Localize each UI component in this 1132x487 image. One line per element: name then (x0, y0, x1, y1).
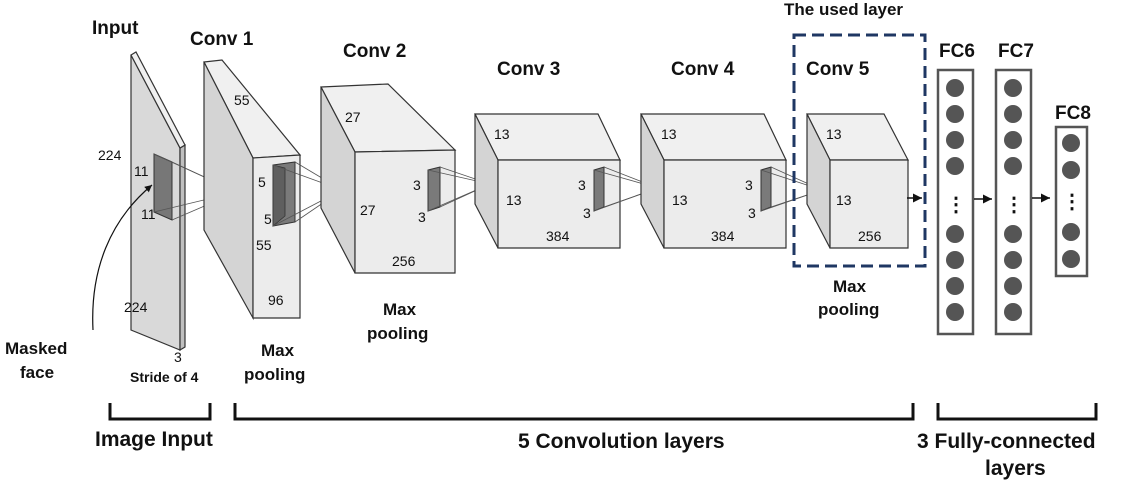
fc8-title: FC8 (1055, 103, 1091, 124)
conv1-title: Conv 1 (190, 29, 254, 50)
fc6-node (946, 251, 964, 269)
conv5-block (806, 113, 909, 249)
fc6-node (946, 277, 964, 295)
used-layer-label: The used layer (784, 0, 903, 19)
conv4-top-label: 13 (661, 126, 677, 142)
masked-face-arrow (92, 184, 153, 331)
fc-layers-bracket (936, 403, 1098, 421)
conv4-title: Conv 4 (671, 59, 735, 80)
input-block (130, 51, 238, 352)
conv1-kernel-w: 5 (264, 211, 272, 227)
conv5-pool-1: Max (833, 277, 867, 296)
fc7-node (1004, 277, 1022, 295)
fc7-title: FC7 (998, 41, 1034, 62)
fc-layers-label-2: layers (985, 457, 1046, 480)
fc7-box (994, 68, 1033, 336)
fc6-box (936, 68, 975, 336)
conv5-side-label: 13 (836, 192, 852, 208)
fc7-node (1004, 303, 1022, 321)
fc8-box (1054, 125, 1089, 278)
conv2-pool-1: Max (383, 300, 417, 319)
fc7-node (1004, 79, 1022, 97)
fc-layers-label-1: 3 Fully-connected (917, 430, 1096, 453)
conv5-pool-2: pooling (818, 300, 879, 319)
conv4-depth-label: 384 (711, 228, 735, 244)
conv2-kernel-h: 3 (413, 177, 421, 193)
conv4-kernel-h: 3 (745, 177, 753, 193)
conv1-depth-label: 96 (268, 292, 284, 308)
conv4-block (640, 113, 823, 249)
conv3-title: Conv 3 (497, 59, 560, 80)
conv2-title: Conv 2 (343, 41, 406, 62)
input-kernel-w: 11 (141, 206, 156, 222)
conv2-kernel-w: 3 (418, 209, 426, 225)
image-input-label: Image Input (95, 428, 213, 451)
conv4-kernel-w: 3 (748, 205, 756, 221)
fc7-node (1004, 105, 1022, 123)
fc8-node (1062, 250, 1080, 268)
input-kernel-h: 11 (134, 163, 149, 179)
conv2-block (320, 83, 491, 274)
fc8-ellipsis: ⋮ (1062, 191, 1082, 213)
input-title: Input (92, 18, 139, 39)
masked-face-label-1: Masked (5, 339, 67, 358)
conv1-pool-2: pooling (244, 365, 305, 384)
fc7-ellipsis: ⋮ (1004, 194, 1024, 216)
conv5-title: Conv 5 (806, 59, 870, 80)
fc6-nodes (946, 79, 964, 321)
conv3-block (474, 113, 659, 249)
conv2-depth-label: 256 (392, 253, 416, 269)
fc8-node (1062, 134, 1080, 152)
conv-layers-bracket (233, 403, 915, 421)
conv2-side-label: 27 (360, 202, 376, 218)
conv3-kernel-w: 3 (583, 205, 591, 221)
conv-layers-label: 5 Convolution layers (518, 430, 725, 453)
fc7-node (1004, 157, 1022, 175)
conv1-block (203, 59, 343, 321)
conv1-pool-1: Max (261, 341, 295, 360)
fc6-node (946, 303, 964, 321)
fc8-nodes (1062, 134, 1080, 268)
conv3-depth-label: 384 (546, 228, 570, 244)
conv2-pool-2: pooling (367, 324, 428, 343)
image-input-bracket (108, 403, 212, 421)
input-width-label: 224 (124, 299, 148, 315)
conv3-side-label: 13 (506, 192, 522, 208)
conv4-side-label: 13 (672, 192, 688, 208)
conv5-depth-label: 256 (858, 228, 882, 244)
conv5-top-label: 13 (826, 126, 842, 142)
fc7-node (1004, 251, 1022, 269)
fc6-node (946, 105, 964, 123)
fc7-node (1004, 131, 1022, 149)
fc8-node (1062, 161, 1080, 179)
conv1-kernel-h: 5 (258, 174, 266, 190)
fc6-node (946, 79, 964, 97)
conv3-top-label: 13 (494, 126, 510, 142)
input-depth-label: 3 (174, 349, 182, 365)
conv1-side-label: 55 (256, 237, 272, 253)
conv3-kernel-h: 3 (578, 177, 586, 193)
conv1-top-label: 55 (234, 92, 250, 108)
fc7-node (1004, 225, 1022, 243)
fc6-node (946, 157, 964, 175)
masked-face-label-2: face (20, 363, 54, 382)
stride-label: Stride of 4 (130, 369, 199, 385)
used-layer-highlight (792, 33, 927, 268)
fc6-title: FC6 (939, 41, 975, 62)
fc7-nodes (1004, 79, 1022, 321)
conv2-top-label: 27 (345, 109, 361, 125)
fc6-node (946, 225, 964, 243)
fc6-ellipsis: ⋮ (946, 194, 966, 216)
fc8-node (1062, 223, 1080, 241)
fc6-node (946, 131, 964, 149)
input-height-label: 224 (98, 147, 122, 163)
